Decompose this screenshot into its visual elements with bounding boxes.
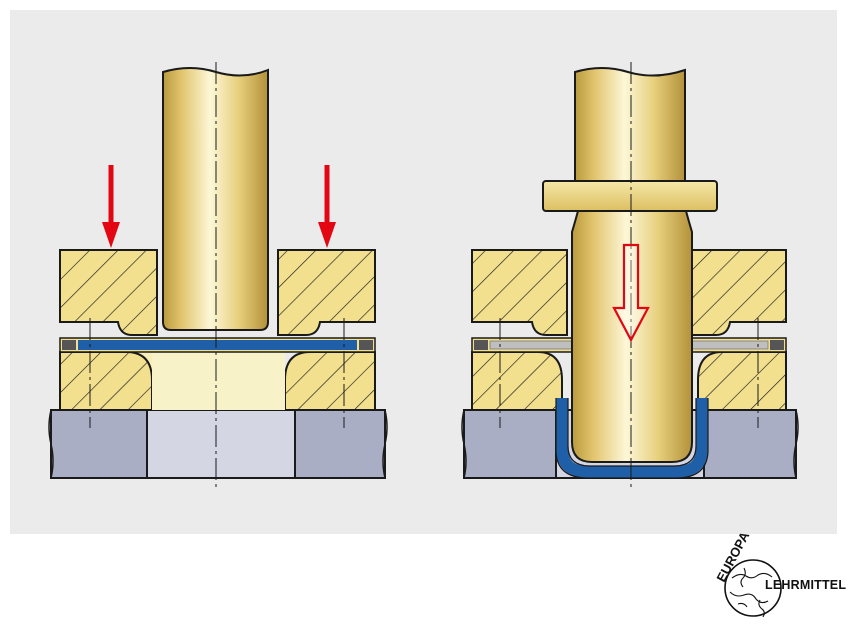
europa-lehrmittel-logo: EUROPA [713,529,782,618]
left-panel [48,62,388,490]
press-arrow-left [102,165,120,248]
logo-word-lehrmittel: LEHRMITTEL [765,578,847,592]
left-blank-holder [59,249,376,336]
press-arrow-right [318,165,336,248]
right-blank-holder [471,249,787,336]
left-drawing-ring [59,351,376,411]
right-drawing-ring [471,351,787,411]
left-center-lines [89,62,345,490]
right-center-lines [499,62,759,490]
drawn-cup [555,398,709,479]
left-sheet-blank [59,337,376,353]
punch-collar [542,180,718,212]
stroke-direction-arrow [612,243,650,343]
right-panel [461,62,799,490]
left-die-base [48,409,388,479]
